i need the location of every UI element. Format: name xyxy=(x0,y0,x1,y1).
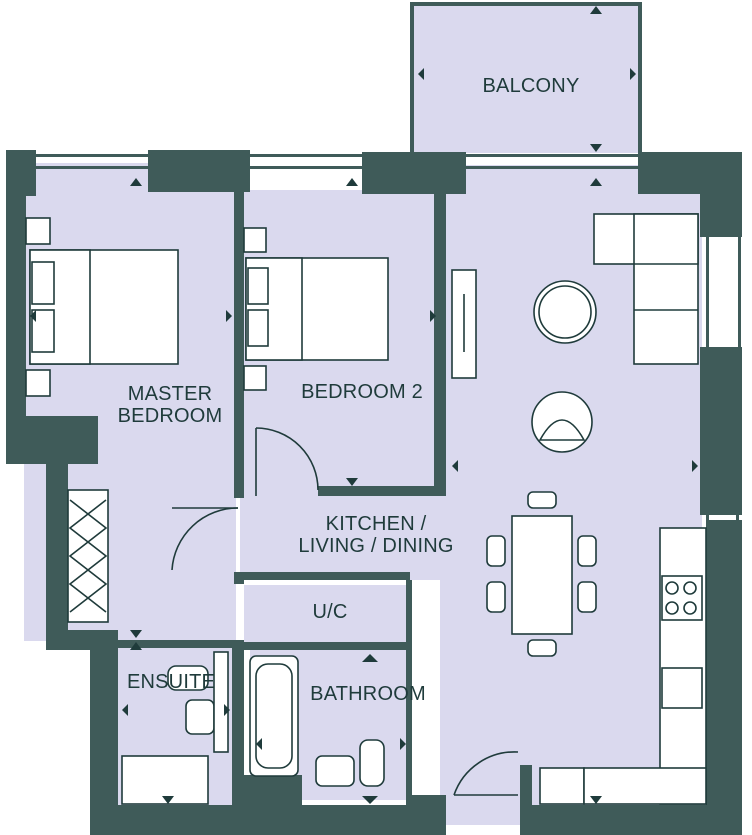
walls xyxy=(6,2,742,835)
master-bedroom-label-line2: BEDROOM xyxy=(117,405,223,427)
uc-floor xyxy=(244,585,406,643)
balcony-label: BALCONY xyxy=(482,75,580,97)
doors xyxy=(171,427,519,796)
dimension-arrows xyxy=(30,6,698,804)
kitchen-sink xyxy=(661,667,703,709)
kitchen-label-line1: KITCHEN / xyxy=(325,513,427,535)
kitchen-label-line2: LIVING / DINING xyxy=(298,535,454,557)
furniture xyxy=(25,213,707,805)
hall-floor xyxy=(240,490,445,580)
balcony-floor xyxy=(414,5,639,153)
kitchen-worktop xyxy=(659,527,707,805)
uc-label: U/C xyxy=(312,601,348,623)
master-bedroom-label-line1: MASTER xyxy=(127,383,213,405)
bedroom2-label: BEDROOM 2 xyxy=(301,381,423,403)
ensuite-label: ENSUITE xyxy=(126,671,216,693)
dining-table xyxy=(511,515,573,635)
wardrobe xyxy=(67,489,109,623)
bathroom-label: BATHROOM xyxy=(310,683,426,705)
